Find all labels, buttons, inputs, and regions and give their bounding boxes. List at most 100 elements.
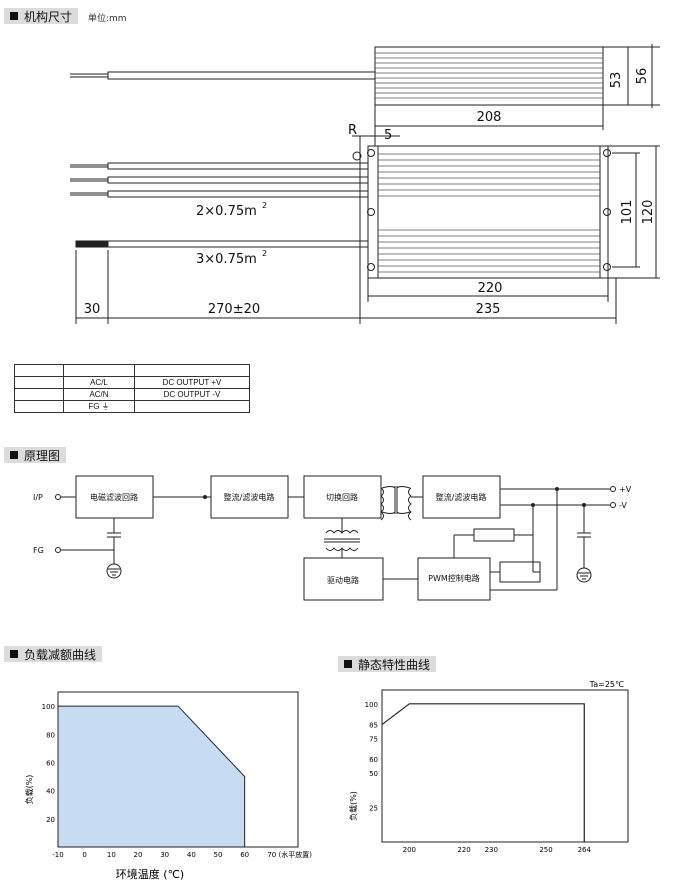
input-terminal-icon xyxy=(55,494,61,500)
output-cable-3 xyxy=(107,190,369,198)
table-row: FG ⏚ xyxy=(14,400,250,413)
ground-icon xyxy=(576,567,592,583)
section-title-text: 静态特性曲线 xyxy=(358,657,431,672)
front-view-fins xyxy=(378,153,600,273)
table-cell xyxy=(134,400,250,413)
table-cell: DC OUTPUT +V xyxy=(134,376,250,389)
y-tick-label: 80 xyxy=(46,731,55,739)
x-axis-label: 环境温度 (℃) xyxy=(116,867,184,881)
block-rect1-label: 整流/滤波电路 xyxy=(224,492,275,502)
top-view-fins xyxy=(375,52,603,99)
block-rect2-label: 整流/滤波电路 xyxy=(436,492,487,502)
wire-input-label: 3×0.75m xyxy=(196,252,257,267)
y-tick-label: 85 xyxy=(369,722,378,730)
x-tick-label: 220 xyxy=(457,846,470,854)
table-cell xyxy=(14,364,64,377)
plot-frame xyxy=(381,689,629,843)
x-tick-label: 30 xyxy=(160,851,169,859)
mount-hole xyxy=(603,208,611,216)
dim-r: R xyxy=(348,123,357,138)
dim-270: 270±20 xyxy=(208,302,260,317)
section-title-static: 静态特性曲线 xyxy=(338,656,437,672)
feedback-resistor xyxy=(473,528,515,542)
y-tick-label: 50 xyxy=(369,770,378,778)
x-tick-label: 0 xyxy=(82,851,86,859)
dim-5: 5 xyxy=(384,128,392,143)
output-plus-label: +V xyxy=(619,485,632,494)
temperature-annotation: Ta=25℃ xyxy=(589,680,624,689)
section-title-mechanical: 机构尺寸 xyxy=(4,8,79,24)
x-tick-label: 250 xyxy=(539,846,552,854)
x-tick-label: 40 xyxy=(187,851,196,859)
dim-101: 101 xyxy=(620,200,635,225)
y-tick-label: 60 xyxy=(46,759,55,767)
output-cable-2 xyxy=(107,176,369,184)
y-tick-label: 100 xyxy=(42,703,55,711)
mount-hole xyxy=(367,263,375,271)
block-emi-label: 电磁滤波回路 xyxy=(90,492,138,502)
front-view-inner xyxy=(377,145,601,279)
bullet-square-icon xyxy=(344,660,352,668)
fg-label: FG xyxy=(33,546,44,555)
output-plus-terminal-icon xyxy=(610,486,616,492)
y-axis-label: 负载(%) xyxy=(24,775,34,805)
table-cell: AC/N xyxy=(63,388,135,401)
y-tick-label: 25 xyxy=(369,804,378,812)
block-switch-label: 切换回路 xyxy=(326,492,358,502)
table-cell xyxy=(14,400,64,413)
table-cell: DC OUTPUT -V xyxy=(134,388,250,401)
drive-transformer-icon xyxy=(324,518,360,558)
schematic-diagram: I/P FG 电磁滤波回路 整流/滤波电路 切换回路 整流/滤波电路 驱动电路 … xyxy=(33,475,632,601)
section-title-text: 原理图 xyxy=(24,448,61,463)
input-cable xyxy=(75,240,369,248)
output-minus-terminal-icon xyxy=(610,502,616,508)
bullet-square-icon xyxy=(10,451,18,459)
x-tick-label: 60 xyxy=(240,851,249,859)
y-tick-label: 75 xyxy=(369,735,378,743)
input-cable-sleeve xyxy=(75,240,109,248)
x-tick-label: -10 xyxy=(52,851,63,859)
derating-area xyxy=(57,705,246,848)
table-cell xyxy=(134,364,250,377)
table-row: AC/N DC OUTPUT -V xyxy=(14,388,250,401)
table-cell: FG ⏚ xyxy=(63,400,135,413)
block-pwm-label: PWM控制电路 xyxy=(428,573,480,583)
output-cable-1 xyxy=(107,162,369,170)
unit-label: 单位:mm xyxy=(88,14,127,24)
x-tick-label: 20 xyxy=(134,851,143,859)
y-tick-label: 100 xyxy=(365,701,378,709)
dim-220: 220 xyxy=(478,281,503,296)
static-curve xyxy=(381,703,585,842)
x-tick-label: 10 xyxy=(107,851,116,859)
mount-hole xyxy=(603,263,611,271)
top-view-cable xyxy=(107,71,376,80)
dim-120: 120 xyxy=(641,200,656,225)
dim-56: 56 xyxy=(635,68,650,85)
y-axis-label: 负载(%) xyxy=(348,791,358,821)
table-cell xyxy=(14,376,64,389)
section-title-derating: 负载减额曲线 xyxy=(4,646,103,662)
output-minus-label: -V xyxy=(619,501,627,510)
connector-table: AC/L DC OUTPUT +V AC/N DC OUTPUT -V FG ⏚ xyxy=(14,364,250,413)
table-cell: AC/L xyxy=(63,376,135,389)
y-tick-label: 20 xyxy=(46,816,55,824)
x-tick-label: 264 xyxy=(578,846,592,854)
table-cell xyxy=(63,364,135,377)
dim-53: 53 xyxy=(609,72,624,89)
dim-30: 30 xyxy=(84,302,101,317)
transformer-icon xyxy=(380,486,412,521)
table-row: AC/L DC OUTPUT +V xyxy=(14,376,250,389)
x-tick-label: 50 xyxy=(214,851,223,859)
wire-output-superscript: 2 xyxy=(262,201,267,210)
wire-input-superscript: 2 xyxy=(262,249,267,258)
x-tick-label: 200 xyxy=(403,846,416,854)
input-label: I/P xyxy=(33,493,43,502)
ground-icon xyxy=(106,563,122,579)
bullet-square-icon xyxy=(10,650,18,658)
mount-hole xyxy=(603,149,611,157)
dim-208: 208 xyxy=(477,110,502,125)
y-tick-label: 40 xyxy=(46,788,55,796)
bullet-square-icon xyxy=(10,12,18,20)
wire-output-label: 2×0.75m xyxy=(196,204,257,219)
